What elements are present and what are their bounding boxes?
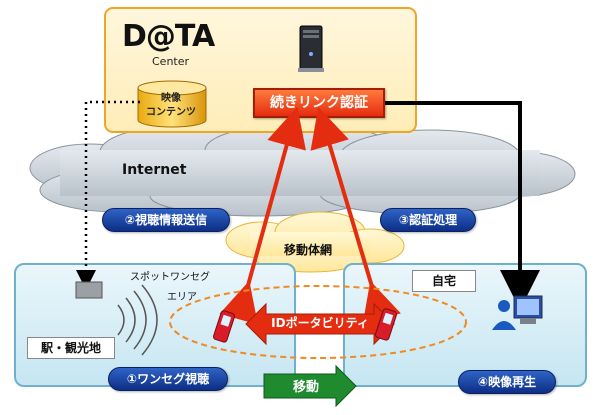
spot-label-line2: エリア [167,292,197,303]
broadcast-dotted-line [76,100,140,290]
one-seg-spot-area-label: スポットワンセグ エリア [130,268,210,308]
id-portability-label: IDポータビリティ [271,316,369,330]
station-label: 駅・観光地 [27,337,115,359]
phone2-auth-arrow [310,106,401,325]
broadcast-antenna-icon [75,281,158,356]
home-pc-user-icon [492,295,543,330]
portability-ellipse [169,285,467,359]
data-center-logo-sub: Center [152,55,190,68]
step-3-bubble: ③認証処理 [380,208,476,232]
step-4-bubble: ④映像再生 [458,370,556,394]
spot-label-line1: スポットワンセグ [130,272,210,283]
server-icon [298,25,324,72]
mobile-phone-2-icon [375,308,398,341]
data-center-logo: D@TA [122,19,215,54]
video-content-label-line2: コンテンツ [146,107,196,118]
step-1-bubble: ①ワンセグ視聴 [108,367,228,391]
auth-to-home-arrow [385,101,540,310]
video-content-label-line1: 映像 [161,93,181,104]
phone1-auth-arrow [219,106,306,325]
move-label: 移動 [292,380,319,395]
video-content-label: 映像 コンテンツ [140,92,202,120]
move-arrow [263,364,357,408]
home-label: 自宅 [412,270,476,292]
step-2-bubble: ②視聴情報送信 [102,208,230,232]
mobile-phone-1-icon [213,310,236,343]
database-icon [137,80,207,128]
internet-label: Internet [122,162,187,178]
